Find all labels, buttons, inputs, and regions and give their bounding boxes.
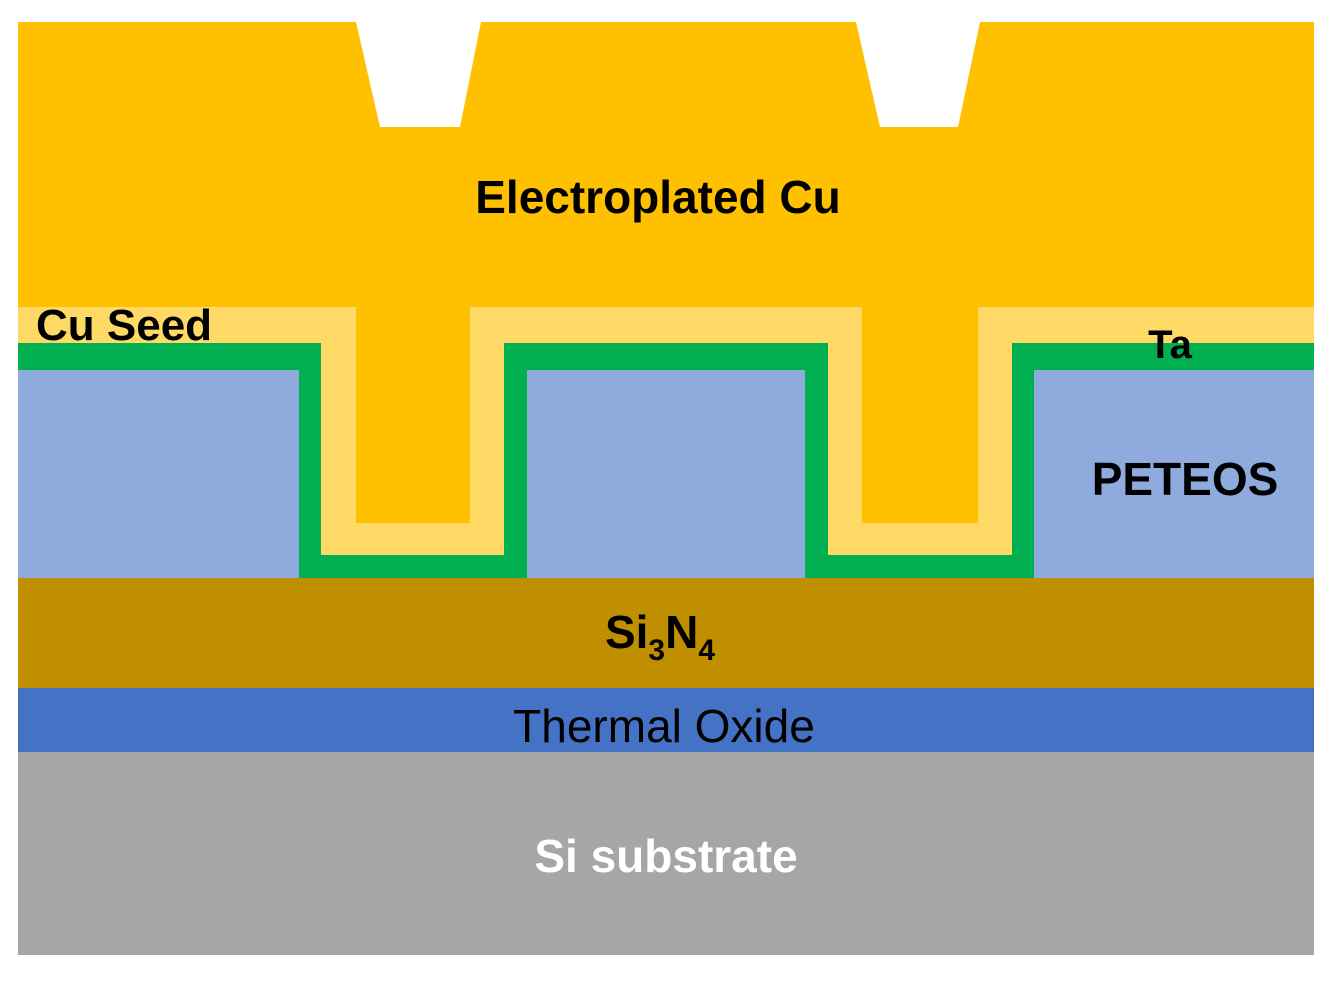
electroplated-cu-layer <box>18 22 1314 523</box>
electroplated-cu-label: Electroplated Cu <box>475 171 841 223</box>
thermal-oxide-label: Thermal Oxide <box>513 700 815 752</box>
si-substrate-label: Si substrate <box>534 830 797 882</box>
si3n4-label: Si3N4 <box>605 606 715 667</box>
cu-seed-label: Cu Seed <box>36 301 212 350</box>
ta-label: Ta <box>1148 323 1192 367</box>
si-substrate-layer <box>18 752 1314 955</box>
thermal-oxide-layer <box>18 688 1314 752</box>
peteos-layer <box>18 368 1314 578</box>
cu-seed-layer <box>18 307 1314 555</box>
peteos-label: PETEOS <box>1092 453 1279 505</box>
si3n4-layer <box>18 578 1314 688</box>
ta-liner <box>18 343 1314 578</box>
